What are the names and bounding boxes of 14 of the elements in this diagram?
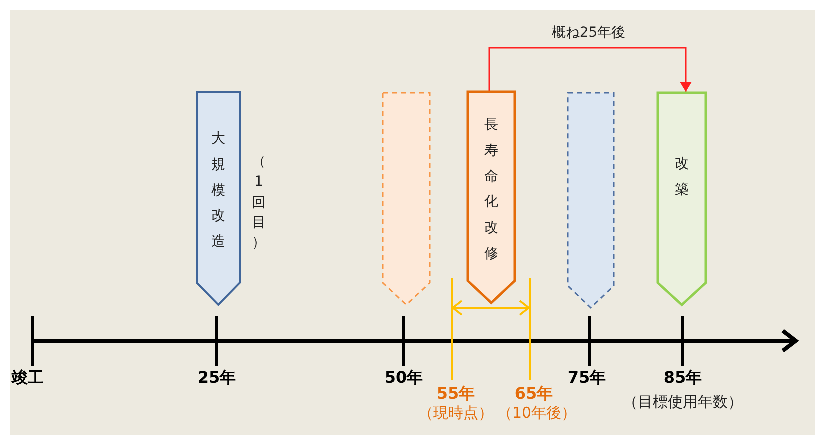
node-text: 長寿命化改修: [484, 116, 498, 264]
axis-label: 65年: [514, 384, 554, 405]
axis-label: 55年: [436, 384, 476, 405]
axis-note: （目標使用年数）: [623, 393, 743, 412]
side-note: （1回目）: [252, 153, 266, 254]
axis-label: 75年: [568, 368, 606, 389]
node-text: 改築: [675, 155, 689, 200]
axis-label: 50年: [384, 368, 424, 389]
axis-note: （現時点）: [418, 404, 494, 423]
axis-label: 竣工: [12, 368, 44, 389]
axis-label: 85年: [664, 368, 702, 389]
node-text: 大規模改造: [212, 130, 226, 252]
axis-label: 25年: [198, 368, 236, 389]
axis-note: （10年後）: [497, 404, 577, 423]
